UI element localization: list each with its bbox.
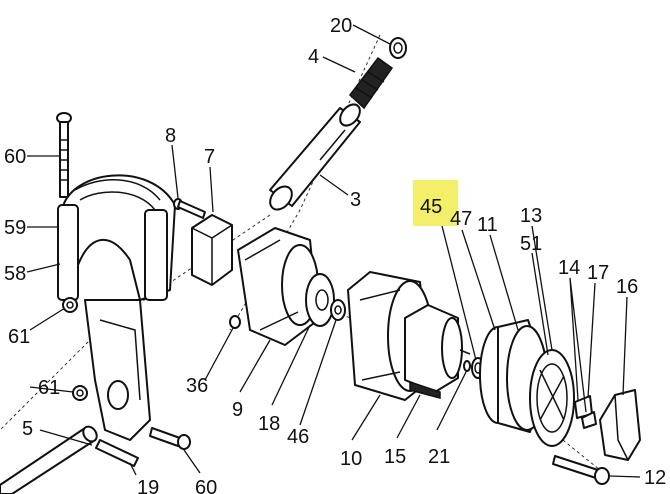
part-61-nut-upper	[62, 297, 78, 313]
part-16-knob	[599, 389, 641, 461]
callout-46: 46	[287, 426, 309, 448]
callout-3: 3	[350, 189, 361, 211]
callout-61-lower: 61	[38, 377, 60, 399]
part-8-screw	[173, 198, 206, 219]
callout-21: 21	[428, 446, 450, 468]
callout-19: 19	[137, 477, 159, 494]
callout-16: 16	[616, 276, 638, 298]
part-21-pin	[463, 360, 471, 372]
callout-51: 51	[520, 233, 542, 255]
part-19-pin	[95, 439, 139, 467]
callout-9: 9	[232, 399, 243, 421]
callout-60-lower: 60	[195, 477, 217, 494]
callout-14: 14	[558, 257, 580, 279]
callout-47: 47	[450, 208, 472, 230]
part-36-nut	[229, 315, 241, 329]
callout-13: 13	[520, 205, 542, 227]
callout-45: 45	[420, 196, 442, 218]
part-13-51-dial	[529, 349, 575, 447]
part-61-nut-lower	[72, 385, 88, 401]
part-4-spring	[348, 56, 394, 110]
part-46-washer	[330, 299, 346, 321]
callout-59: 59	[4, 217, 26, 239]
callout-10: 10	[340, 448, 362, 470]
callout-18: 18	[258, 413, 280, 435]
callout-12: 12	[644, 467, 666, 489]
part-5-rod	[0, 425, 98, 494]
part-3-tube	[269, 103, 361, 211]
leader-lines	[26, 24, 641, 478]
callout-labels: 20 4 8 7 60 3 59 58 61 45 47 11 13 51 14…	[4, 15, 666, 494]
callout-20: 20	[330, 15, 352, 37]
callout-58: 58	[4, 263, 26, 285]
callout-8: 8	[165, 125, 176, 147]
callout-36: 36	[186, 375, 208, 397]
callout-7: 7	[204, 146, 215, 168]
part-14-17-clips	[574, 395, 597, 429]
part-59-58-clamp-housing	[57, 174, 176, 441]
part-7-block	[191, 214, 233, 286]
part-12-bolt	[552, 455, 610, 485]
part-15-motor	[404, 304, 471, 399]
callout-60-upper: 60	[4, 146, 26, 168]
callout-15: 15	[384, 446, 406, 468]
callout-45-highlight	[413, 180, 458, 226]
part-60-bolt-lower	[149, 427, 191, 450]
callout-11: 11	[477, 214, 498, 236]
part-9-front-housing	[237, 227, 319, 346]
callout-17: 17	[587, 262, 609, 284]
callout-61-upper: 61	[8, 326, 30, 348]
part-18-disc	[305, 273, 335, 327]
part-20-ring	[389, 37, 407, 59]
callout-4: 4	[308, 46, 319, 68]
part-60-long-bolt	[56, 112, 72, 198]
callout-5: 5	[22, 418, 33, 440]
